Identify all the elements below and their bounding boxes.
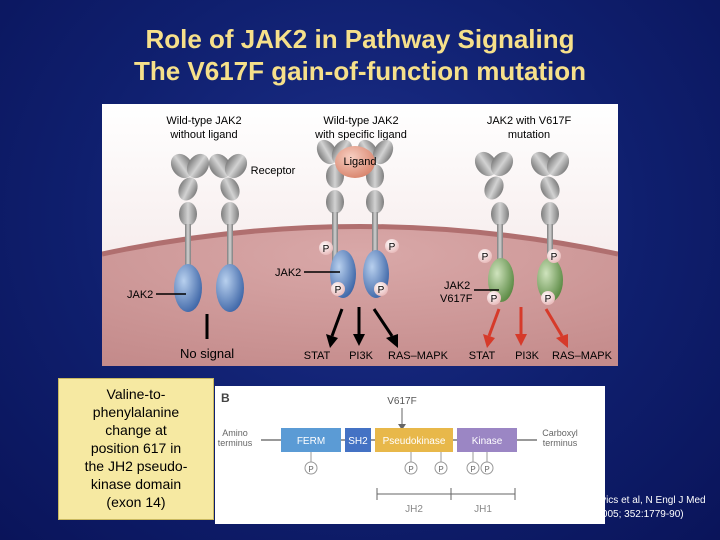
site-p-5 (480, 461, 494, 475)
jak2-v617f-label-2: V617F (440, 293, 473, 305)
jak2-wt-left-b (216, 264, 244, 312)
svg-text:P: P (389, 242, 396, 253)
site-p-4 (466, 461, 480, 475)
header-wt-ligand-2: with specific ligand (314, 129, 407, 141)
svg-text:P: P (378, 285, 385, 296)
header-wt-ligand-1: Wild-type JAK2 (323, 115, 398, 127)
jh1-label: JH1 (474, 504, 492, 515)
jak2-label-left: JAK2 (127, 289, 153, 301)
jak2-signaling-illustration: Wild-type JAK2 without ligand Wild-type … (102, 104, 618, 366)
carboxyl-terminus-2: terminus (543, 438, 578, 448)
jak2-label-middle: JAK2 (275, 267, 301, 279)
output-wt-pi3k: PI3K (349, 350, 374, 362)
jak2-domain-diagram: B V617F Amino terminus FERM SH2 Pseudoki… (215, 386, 605, 524)
svg-text:P: P (308, 465, 313, 474)
no-signal-label: No signal (180, 346, 234, 361)
ligand (335, 146, 375, 178)
phospho-2 (385, 239, 399, 253)
output-wt-stat: STAT (304, 350, 331, 362)
phospho-5 (478, 249, 492, 263)
domain-kinase (457, 428, 517, 452)
receptor-label: Receptor (251, 165, 296, 177)
note-line: (exon 14) (106, 494, 166, 510)
svg-text:SH2: SH2 (348, 436, 368, 447)
site-p-2 (404, 461, 418, 475)
svg-text:P: P (470, 465, 475, 474)
jak2-v617f-label-1: JAK2 (444, 280, 470, 292)
mutation-note: Valine-to- phenylalanine change at posit… (58, 378, 214, 520)
phospho-1 (319, 241, 333, 255)
output-mut-ras: RAS–MAPK (552, 350, 613, 362)
phospho-3 (331, 282, 345, 296)
jak2-mutant-a (488, 258, 514, 302)
output-wt-ras: RAS–MAPK (388, 350, 449, 362)
svg-text:P: P (335, 285, 342, 296)
receptor-pair-mutant (474, 151, 570, 272)
svg-text:P: P (438, 465, 443, 474)
header-mutation-1: JAK2 with V617F (487, 115, 572, 127)
citation-line-2: 2005; 352:1779-90) (596, 509, 684, 520)
svg-text:P: P (482, 252, 489, 263)
output-mut-stat: STAT (469, 350, 496, 362)
slide-title-line-1: Role of JAK2 in Pathway Signaling (145, 24, 575, 54)
svg-text:Kinase: Kinase (472, 436, 503, 447)
cell-membrane (102, 224, 618, 257)
note-line: the JH2 pseudo- (84, 458, 188, 474)
site-p-3 (434, 461, 448, 475)
svg-text:P: P (551, 252, 558, 263)
svg-text:P: P (491, 294, 498, 305)
note-line: change at (105, 422, 167, 438)
amino-terminus-2: terminus (218, 438, 253, 448)
domain-pseudokinase (375, 428, 453, 452)
jak2-mutant-b (537, 258, 563, 302)
phospho-6 (547, 249, 561, 263)
svg-text:P: P (323, 244, 330, 255)
phospho-4 (374, 282, 388, 296)
jh2-label: JH2 (405, 504, 423, 515)
note-line: phenylalanine (92, 404, 180, 420)
site-p-1 (304, 461, 318, 475)
svg-text:FERM: FERM (297, 436, 325, 447)
domain-ferm (281, 428, 341, 452)
amino-terminus-1: Amino (222, 428, 248, 438)
phospho-8 (541, 291, 555, 305)
jak2-wt-left-a (174, 264, 202, 312)
citation-line-1: (Kralovics et al, N Engl J Med (574, 495, 706, 506)
header-wt-no-ligand-1: Wild-type JAK2 (166, 115, 241, 127)
svg-text:P: P (408, 465, 413, 474)
phospho-7 (487, 291, 501, 305)
note-line: Valine-to- (106, 386, 166, 402)
slide-title-line-2: The V617F gain-of-function mutation (133, 56, 587, 86)
note-line: kinase domain (90, 476, 182, 492)
receptor-pair-wt-no-ligand (170, 153, 248, 284)
note-line: position 617 in (90, 440, 182, 456)
mutation-label: V617F (387, 396, 416, 407)
domain-sh2 (345, 428, 371, 452)
panel-b-label: B (221, 391, 230, 405)
citation: (Kralovics et al, N Engl J Med 2005; 352… (560, 494, 720, 522)
carboxyl-terminus-1: Carboxyl (542, 428, 578, 438)
svg-text:P: P (484, 465, 489, 474)
output-mut-pi3k: PI3K (515, 350, 540, 362)
header-wt-no-ligand-2: without ligand (169, 129, 237, 141)
ligand-label: Ligand (343, 156, 376, 168)
header-mutation-2: mutation (508, 129, 550, 141)
svg-text:Pseudokinase: Pseudokinase (383, 436, 446, 447)
svg-text:P: P (545, 294, 552, 305)
